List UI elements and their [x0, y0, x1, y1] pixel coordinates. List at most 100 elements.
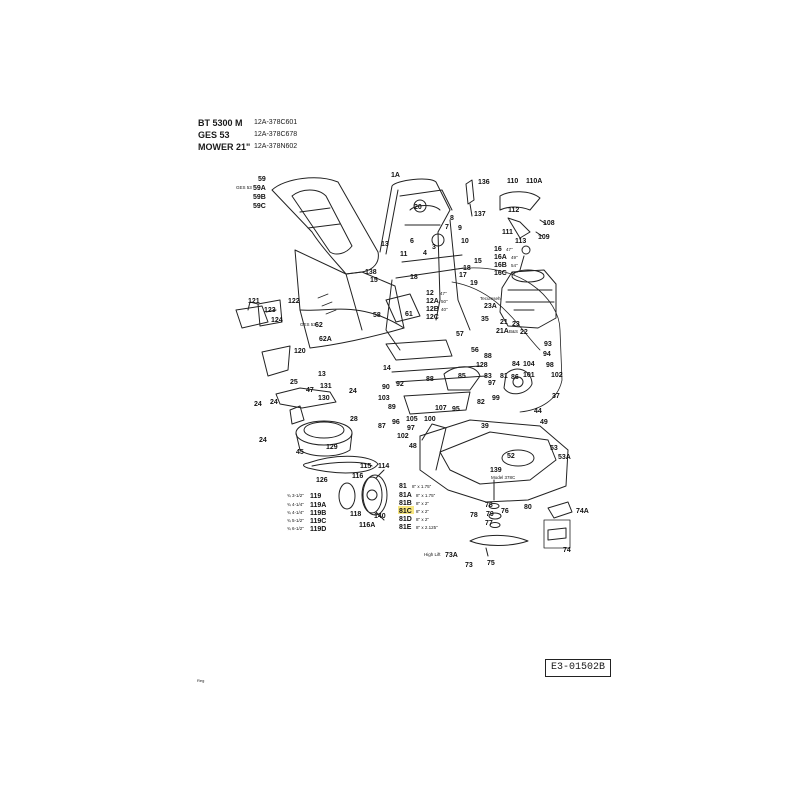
- part-label-109: 109: [538, 234, 550, 241]
- part-label-74a: 74A: [576, 508, 589, 515]
- engine: [499, 245, 557, 329]
- note-119d: ¾ 6-1/2": [287, 526, 304, 531]
- part-label-101: 101: [523, 372, 535, 379]
- part-label-123: 123: [264, 307, 276, 314]
- part-label-10: 10: [461, 238, 469, 245]
- part-label-59: 59: [258, 176, 266, 183]
- part-label-24-top: 24: [349, 388, 357, 395]
- part-label-88-mid: 88: [426, 376, 434, 383]
- note-81c: 8" x 2": [416, 509, 429, 514]
- model-row: MOWER 21" 12A-378N602: [198, 141, 297, 153]
- part-label-24-left: 24: [254, 401, 262, 408]
- part-label-96: 96: [392, 419, 400, 426]
- note-81: 8" x 1.75": [412, 484, 432, 489]
- part-label-102: 102: [551, 372, 563, 379]
- part-label-116: 116: [352, 473, 363, 480]
- throttle-parts: [465, 179, 547, 239]
- part-label-45: 45: [296, 449, 304, 456]
- note-47-12: 47": [440, 291, 447, 296]
- note-49-16a: 49": [511, 255, 518, 260]
- part-label-77: 77: [485, 520, 493, 527]
- part-label-21: 21: [500, 319, 508, 326]
- part-label-52: 52: [507, 453, 515, 460]
- part-label-103: 103: [378, 395, 390, 402]
- note-119b: ¾ 4-1/4": [287, 510, 304, 515]
- part-label-102-low: 102: [397, 433, 409, 440]
- part-label-110a: 110A: [526, 178, 542, 185]
- part-label-82: 82: [477, 399, 485, 406]
- part-label-122: 122: [288, 298, 300, 305]
- part-label-116a: 116A: [359, 522, 375, 529]
- model-name: GES 53: [198, 130, 230, 140]
- part-label-17: 17: [459, 272, 467, 279]
- part-label-95: 95: [452, 406, 460, 413]
- part-label-7: 7: [445, 224, 449, 231]
- part-label-39: 39: [481, 423, 489, 430]
- part-label-86: 86: [511, 374, 519, 381]
- part-label-81c: 81C: [399, 508, 412, 515]
- part-label-88: 88: [484, 353, 492, 360]
- part-label-80: 80: [524, 504, 532, 511]
- rear-flap: [275, 387, 353, 457]
- part-label-119b: 119B: [310, 510, 326, 517]
- part-label-97-low: 97: [407, 425, 415, 432]
- part-label-76: 76: [501, 508, 509, 515]
- part-label-12b: 12B: [426, 306, 439, 313]
- part-label-94: 94: [543, 351, 551, 358]
- part-label-87: 87: [378, 423, 386, 430]
- part-label-14: 14: [383, 365, 391, 372]
- model-row: BT 5300 M 12A-378C601: [198, 117, 297, 129]
- part-label-119d: 119D: [310, 526, 326, 533]
- part-label-13: 13: [381, 241, 389, 248]
- part-label-12c: 12C: [426, 314, 439, 321]
- part-label-124: 124: [271, 317, 283, 324]
- part-label-118: 118: [350, 511, 361, 518]
- part-label-98: 98: [546, 362, 554, 369]
- note-ges53-62: GES 53: [300, 322, 316, 327]
- part-label-13-left: 13: [318, 371, 326, 378]
- part-label-74: 74: [563, 547, 571, 554]
- part-label-107: 107: [435, 405, 447, 412]
- part-label-4: 4: [423, 250, 427, 257]
- part-label-23a: 23A: [484, 303, 497, 310]
- part-label-53: 53: [550, 445, 558, 452]
- control-cables: [449, 267, 563, 413]
- part-label-24-low: 24: [259, 437, 267, 444]
- side-bracket: [257, 299, 283, 327]
- part-label-15: 15: [474, 258, 482, 265]
- part-label-131: 131: [320, 383, 332, 390]
- part-label-139: 139: [490, 467, 502, 474]
- part-label-59b: 59B: [253, 194, 266, 201]
- part-label-18: 18: [463, 265, 471, 272]
- note-ges53: GES 53: [236, 185, 252, 190]
- part-label-12a: 12A: [426, 298, 439, 305]
- part-label-44: 44: [534, 408, 542, 415]
- model-code: 12A-378N602: [254, 143, 298, 150]
- part-label-93: 93: [544, 341, 552, 348]
- part-label-6: 6: [410, 238, 414, 245]
- part-label-49: 49: [540, 419, 548, 426]
- part-label-15-left: 15: [370, 277, 378, 284]
- part-label-130: 130: [318, 395, 330, 402]
- part-label-61: 61: [405, 311, 413, 318]
- note-47-16c: 47": [511, 271, 518, 276]
- part-label-59c: 59C: [253, 203, 266, 210]
- part-label-97: 97: [488, 380, 496, 387]
- part-label-11: 11: [400, 251, 408, 258]
- part-label-28: 28: [350, 416, 358, 423]
- part-label-59a: 59A: [253, 185, 266, 192]
- model-code: 12A-378C601: [254, 119, 298, 126]
- part-label-105: 105: [406, 416, 418, 423]
- note-81d: 8" x 2": [416, 517, 429, 522]
- part-label-22: 22: [520, 329, 528, 336]
- part-label-119a: 119A: [310, 502, 326, 509]
- highlight-81c: [398, 506, 414, 514]
- part-label-35: 35: [481, 316, 489, 323]
- front-shroud: [235, 301, 291, 377]
- part-label-121: 121: [248, 298, 260, 305]
- part-label-104: 104: [523, 361, 535, 368]
- part-label-57: 57: [456, 331, 464, 338]
- note-tecumseh: Tecumseh: [480, 296, 501, 301]
- part-label-73a: 73A: [445, 552, 458, 559]
- mower-deck: [419, 419, 569, 503]
